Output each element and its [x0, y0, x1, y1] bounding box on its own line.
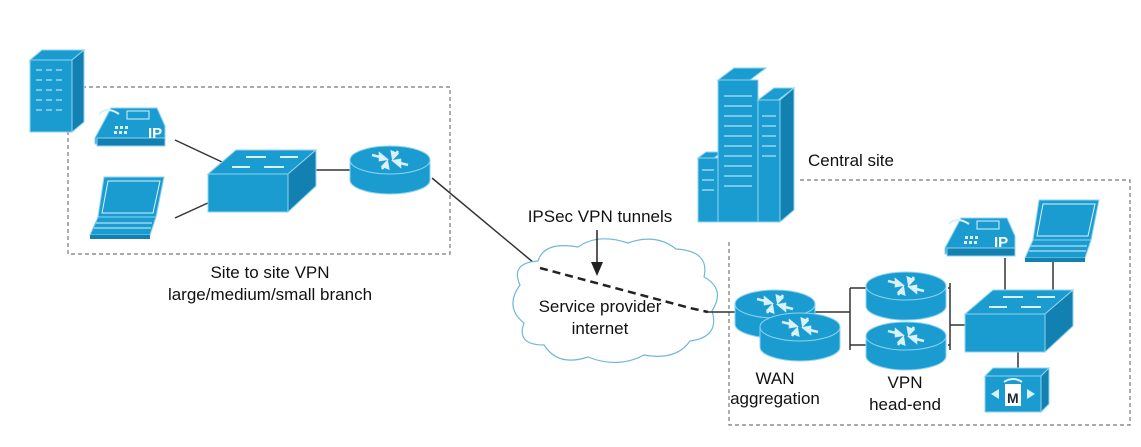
branch-ip-text: IP — [148, 125, 162, 142]
central-site-boundary — [728, 179, 1131, 426]
cloud-label-line2: internet — [571, 319, 629, 338]
branch-switch-icon — [207, 149, 317, 213]
vpn-router-2-icon — [864, 320, 948, 372]
internet-cloud-icon — [512, 238, 719, 364]
media-gateway-icon — [983, 366, 1051, 414]
branch-building-icon — [28, 48, 86, 134]
branch-site-subtitle: large/medium/small branch — [167, 285, 373, 304]
branch-links — [174, 139, 541, 269]
central-site-label: Central site — [808, 151, 894, 170]
wan-label-line2: aggregation — [730, 389, 820, 408]
vpn-label-line1: VPN — [887, 373, 923, 392]
vpn-router-1-icon — [864, 270, 948, 322]
wan-label-line1: WAN — [755, 369, 795, 388]
wan-router-2-icon — [758, 311, 842, 363]
central-building-icon — [696, 67, 796, 224]
central-laptop-icon — [1024, 199, 1100, 263]
tunnels-label: IPSec VPN tunnels — [527, 207, 673, 226]
branch-laptop-icon — [89, 176, 165, 240]
branch-site-boundary — [67, 86, 451, 255]
cloud-label-line1: Service provider — [538, 297, 662, 316]
central-ip-text: IP — [994, 234, 1008, 251]
vpn-label-line2: head-end — [869, 395, 941, 414]
central-switch-icon — [964, 289, 1074, 353]
branch-site-title: Site to site VPN — [210, 263, 330, 282]
branch-router-icon — [348, 144, 432, 196]
tunnel-pointer-arrowhead — [591, 262, 603, 276]
media-gateway-text: M — [1007, 390, 1019, 406]
